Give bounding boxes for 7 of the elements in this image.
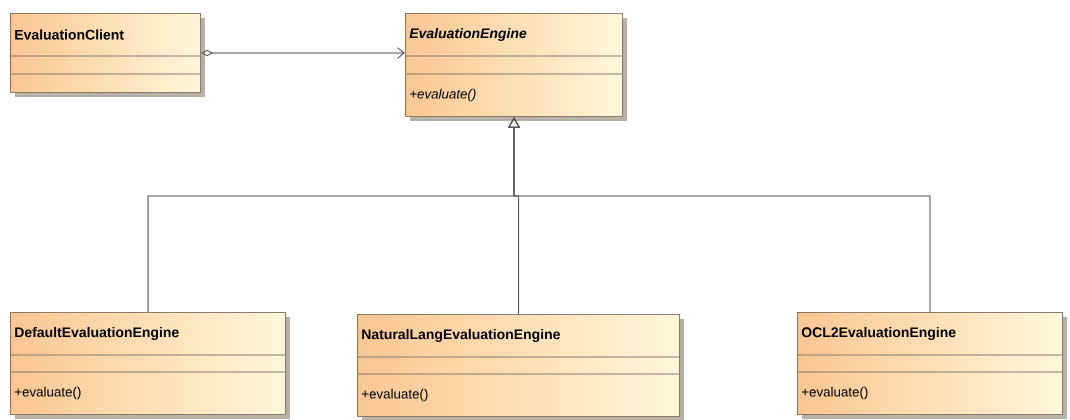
connector: [201, 47, 405, 59]
class-box: NaturalLangEvaluationEngine +evaluate(): [356, 314, 684, 420]
class-box: DefaultEvaluationEngine +evaluate(): [9, 312, 290, 419]
class-box: EvaluationEngine +evaluate(): [404, 13, 627, 121]
class-box: OCL2EvaluationEngine +evaluate(): [796, 312, 1067, 419]
connector: [507, 117, 931, 313]
class-box: EvaluationClient: [9, 13, 205, 97]
